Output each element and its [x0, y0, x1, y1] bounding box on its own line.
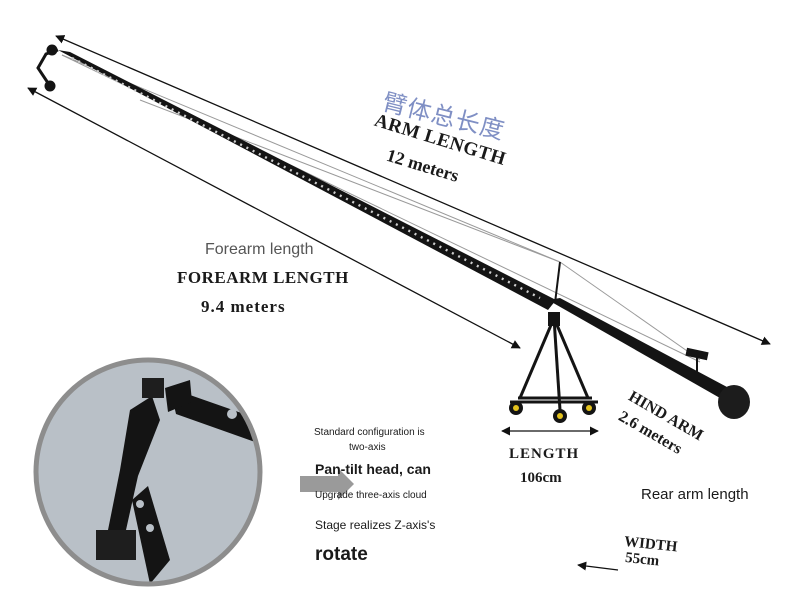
hind-arm — [548, 298, 742, 406]
config-note-line-1: Standard configuration is — [314, 427, 425, 438]
width-dimension-line — [577, 561, 619, 571]
forearm-length-dimension-line — [27, 87, 521, 349]
pan-tilt-head-inset — [33, 357, 354, 587]
base-length-value: 106cm — [520, 470, 562, 486]
counterweight — [718, 385, 750, 419]
monitor — [685, 347, 709, 361]
rear-arm-length-label: Rear arm length — [641, 486, 749, 503]
camera-head — [36, 44, 59, 92]
forearm — [58, 50, 556, 310]
config-note-line-3: Pan-tilt head, can — [315, 461, 431, 477]
tripod — [510, 317, 598, 411]
base-length-label: LENGTH — [509, 446, 580, 462]
arm-length-dimension-line — [55, 35, 771, 345]
forearm-length-value: 9.4 meters — [201, 297, 286, 316]
mast — [554, 261, 561, 304]
config-note-line-2: two-axis — [349, 442, 386, 453]
tripod-wheels — [509, 401, 596, 423]
forearm-length-label: FOREARM LENGTH — [177, 268, 349, 287]
config-note-line-5: Stage realizes Z-axis's — [315, 518, 436, 532]
width-value: 55cm — [624, 550, 660, 570]
config-note-line-6: rotate — [315, 544, 368, 565]
forearm-length-label-cn: Forearm length — [205, 241, 314, 258]
config-note-line-4: Upgrade three-axis cloud — [315, 490, 427, 501]
